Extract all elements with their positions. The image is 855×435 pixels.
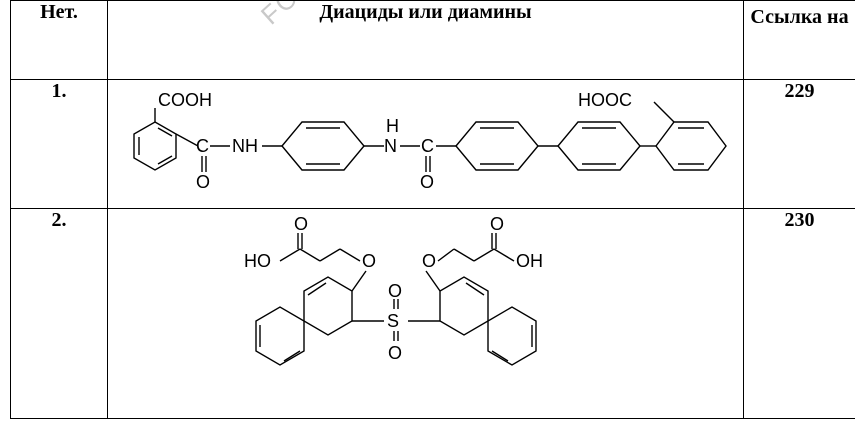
carbonyl-c-label: C xyxy=(196,136,209,156)
ether-o-right: O xyxy=(422,251,436,271)
structure-cell: COOH C O NH N H C O xyxy=(107,79,744,209)
sulfonyl-o-top: O xyxy=(388,281,402,301)
sulfonyl-o-bottom: O xyxy=(388,343,402,363)
hooc-label: HOOC xyxy=(578,90,632,110)
header-compounds: Диациды или диамины xyxy=(107,0,744,80)
reference: 230 xyxy=(743,208,855,419)
carbonyl-o-left: O xyxy=(294,214,308,234)
carbonyl-o-right: O xyxy=(490,214,504,234)
header-row: Нет. Диациды или диамины Ссылка на xyxy=(10,0,855,80)
reference: 229 xyxy=(743,79,855,209)
sulfur-label: S xyxy=(387,311,399,331)
carbonyl-o-label: O xyxy=(196,172,210,192)
table-row: 1. COOH C O NH xyxy=(10,79,855,209)
compounds-table: Нет. Диациды или диамины Ссылка на 1. CO… xyxy=(10,0,855,419)
nh-label: NH xyxy=(232,136,258,156)
structure-cell: O HO O O OH O xyxy=(107,208,744,419)
ether-o-left: O xyxy=(362,251,376,271)
structure-diacid-2: O HO O O OH O xyxy=(244,214,543,366)
header-number: Нет. xyxy=(10,0,108,80)
row-number: 2. xyxy=(10,208,108,419)
structure-diacid-1: COOH C O NH N H C O xyxy=(133,90,727,192)
carbonyl-o2-label: O xyxy=(420,172,434,192)
benzene-ring xyxy=(557,121,656,171)
oh-label: OH xyxy=(516,251,543,271)
naphthalene-right xyxy=(408,270,537,366)
header-reference: Ссылка на xyxy=(743,0,855,80)
benzene-ring xyxy=(653,101,727,171)
h-label: H xyxy=(386,116,399,136)
row-number: 1. xyxy=(10,79,108,209)
n-label: N xyxy=(384,136,397,156)
ho-label: HO xyxy=(244,251,271,271)
cooh-label: COOH xyxy=(158,90,212,110)
benzene-ring xyxy=(133,108,199,171)
benzene-ring xyxy=(262,121,384,171)
carbonyl-c2-label: C xyxy=(421,136,434,156)
benzene-ring xyxy=(436,121,558,171)
table-row: 2. O HO O O OH O xyxy=(10,208,855,419)
naphthalene-left xyxy=(255,270,384,366)
